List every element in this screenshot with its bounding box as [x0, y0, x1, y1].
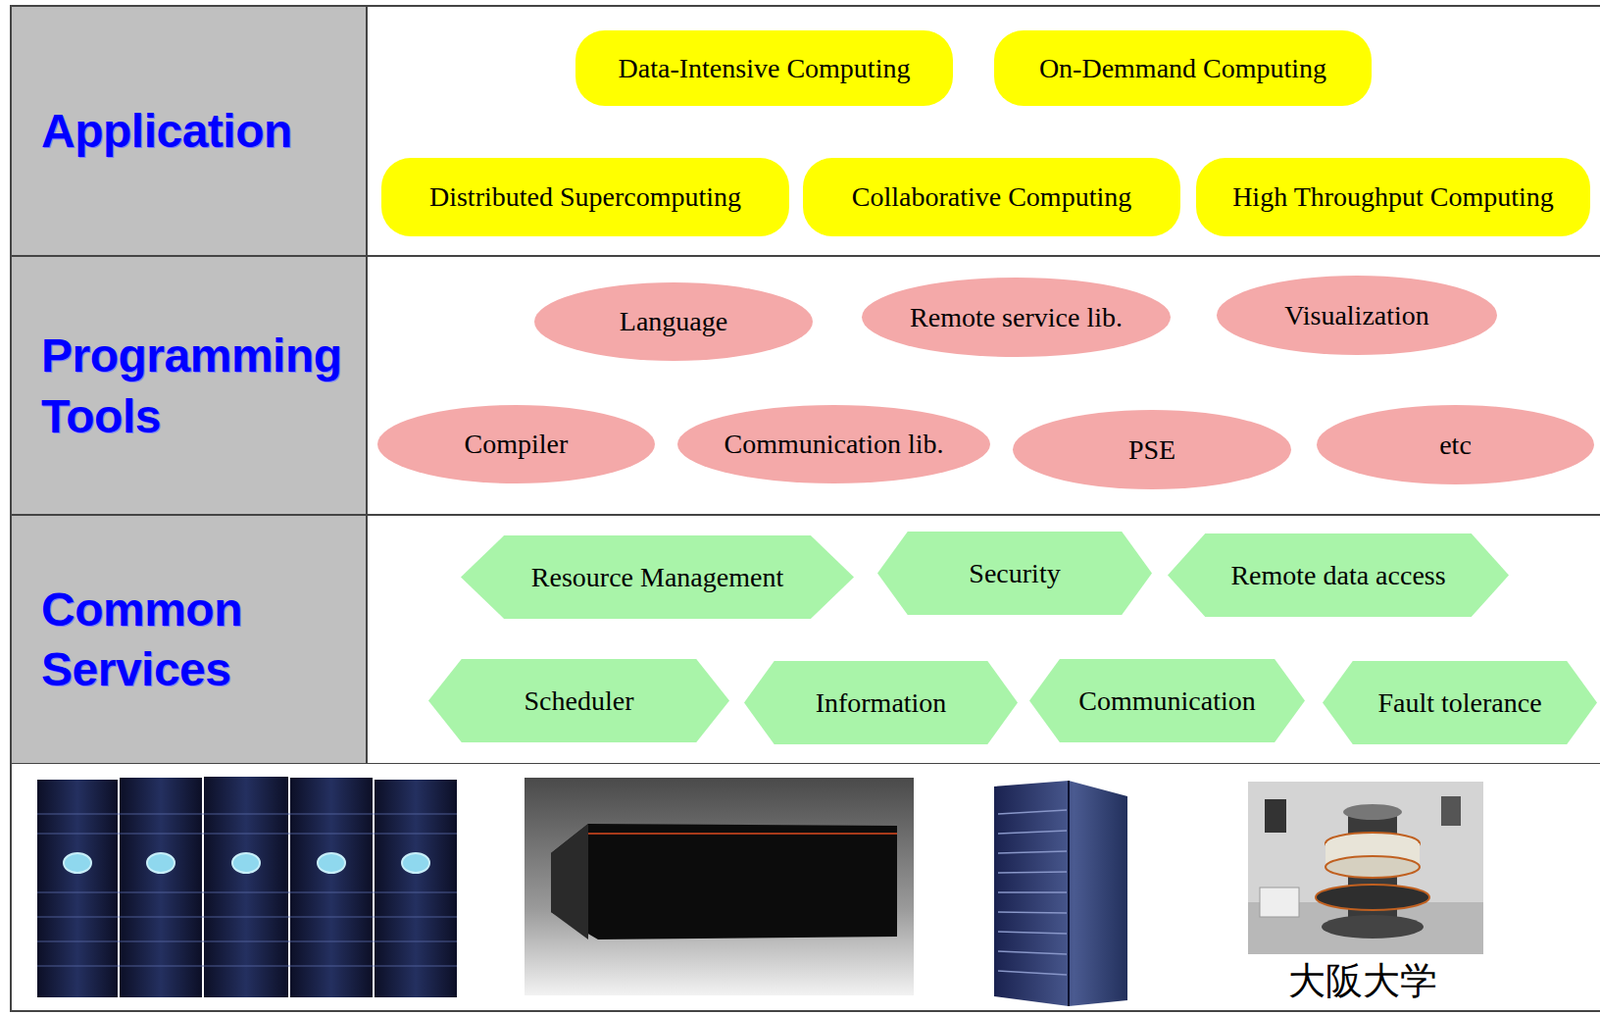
node-label: Communication lib. [724, 428, 945, 460]
node-label: etc [1439, 429, 1472, 461]
node-label: Resource Management [531, 561, 784, 594]
node-label: Visualization [1284, 300, 1430, 332]
service-hexagon: Fault tolerance [1322, 660, 1598, 745]
application-pill: Data-Intensive Computing [575, 30, 953, 106]
node-label: PSE [1128, 434, 1176, 466]
service-hexagon: Resource Management [460, 535, 854, 619]
tool-ellipse: Remote service lib. [861, 277, 1171, 357]
node-label: Distributed Supercomputing [429, 181, 742, 213]
tool-ellipse: Language [534, 282, 813, 361]
tool-ellipse: PSE [1012, 409, 1292, 490]
layer-band: Application Data-Intensive Computing On-De… [9, 4, 1600, 256]
node-label: Communication [1078, 685, 1255, 717]
node-label: Remote data access [1230, 559, 1446, 592]
tool-ellipse: Compiler [377, 404, 655, 484]
node-label: High Throughput Computing [1232, 181, 1554, 213]
layer-title: Programming Tools [41, 325, 355, 447]
node-label: Data-Intensive Computing [618, 52, 911, 85]
service-hexagon: Communication [1029, 658, 1305, 743]
application-pill: On-Demmand Computing [994, 30, 1372, 106]
hexagon-fill [744, 660, 1018, 745]
tool-ellipse: etc [1316, 404, 1595, 485]
service-hexagon: Information [744, 660, 1018, 745]
node-label: Information [815, 687, 948, 719]
layer-band: Programming Tools Language Remote service … [9, 254, 1600, 515]
hexagon-fill [1322, 660, 1598, 745]
layer-title: Common Services [41, 579, 355, 700]
service-hexagon: Scheduler [428, 658, 730, 743]
hexagon-fill [428, 658, 730, 743]
tool-ellipse: Visualization [1216, 275, 1498, 355]
service-hexagon: Security [877, 531, 1152, 615]
node-label: Remote service lib. [909, 301, 1123, 334]
service-hexagon: Remote data access [1167, 533, 1509, 617]
hexagon-fill [460, 535, 854, 619]
node-label: Compiler [464, 428, 569, 460]
node-label: Security [968, 557, 1060, 590]
node-label: Fault tolerance [1377, 687, 1542, 719]
node-label: On-Demmand Computing [1039, 52, 1327, 85]
hexagon-fill [877, 531, 1152, 615]
node-label: Scheduler [524, 685, 635, 717]
hexagon-fill [1167, 533, 1509, 617]
node-label: Collaborative Computing [851, 181, 1132, 213]
application-pill: High Throughput Computing [1196, 157, 1591, 237]
layer-header-cell: Common Services [11, 515, 368, 763]
application-pill: Distributed Supercomputing [381, 157, 790, 237]
layer-band: Common Services Resource Management Securi… [9, 513, 1600, 763]
photo-caption: 大阪大学 [1274, 958, 1451, 1002]
tool-ellipse: Communication lib. [677, 404, 991, 484]
application-pill: Collaborative Computing [802, 157, 1181, 237]
layer-title: Application [41, 100, 355, 161]
layer-header-cell: Application [11, 6, 368, 256]
node-label: Language [619, 305, 728, 338]
layer-header-cell: Programming Tools [11, 256, 368, 515]
hexagon-fill [1029, 658, 1305, 743]
